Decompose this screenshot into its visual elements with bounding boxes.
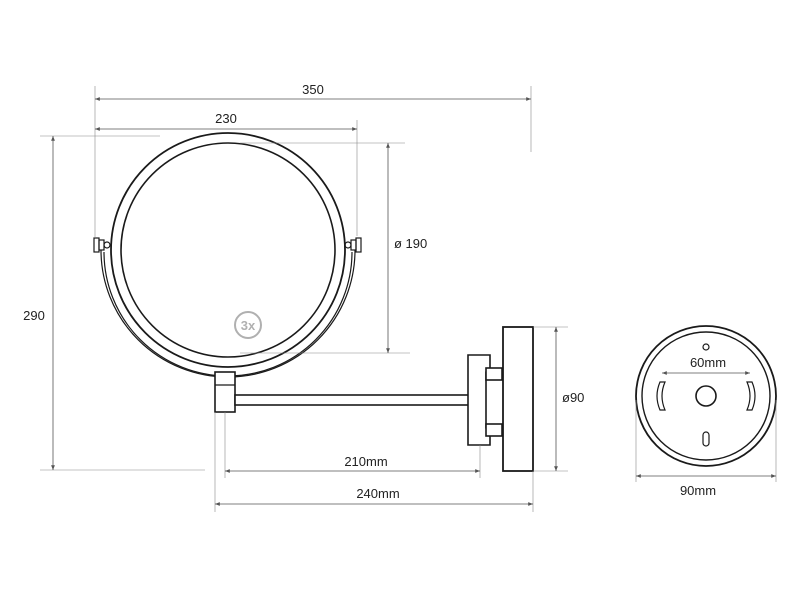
left-pivot-knob — [93, 237, 111, 253]
dim-overall-width: 350 — [302, 82, 324, 97]
dim-plate-width: 90mm — [680, 483, 716, 498]
hinge-pin-bottom — [485, 423, 503, 437]
hinge-pin-top — [485, 367, 503, 381]
arm-assembly — [214, 326, 534, 472]
mirror-glass — [120, 142, 336, 358]
dim-hole-spacing: 60mm — [690, 355, 726, 370]
dimension-lines: 350 230 ø 190 290 ø90 210mm 240mm 60mm — [23, 82, 777, 512]
slot-right — [746, 381, 756, 411]
dim-height: 290 — [23, 308, 45, 323]
slot-bottom — [702, 431, 710, 447]
dim-mirror-width: 230 — [215, 111, 237, 126]
wall-plate-front-view — [635, 325, 777, 467]
dim-base-diameter: ø90 — [562, 390, 584, 405]
dim-mirror-diameter: ø 190 — [394, 236, 427, 251]
magnification-badge: 3x — [234, 311, 262, 339]
arm-rod — [234, 394, 471, 406]
right-pivot-knob — [344, 237, 362, 253]
dim-projection: 240mm — [356, 486, 399, 501]
center-hole — [695, 385, 717, 407]
magnification-label: 3x — [241, 318, 256, 333]
mirror-stem — [214, 371, 236, 413]
wall-base — [502, 326, 534, 472]
slot-left — [656, 381, 666, 411]
dim-arm-length: 210mm — [344, 454, 387, 469]
mirror-side-view: 3x — [93, 132, 362, 378]
screw-hole-top — [702, 343, 710, 351]
